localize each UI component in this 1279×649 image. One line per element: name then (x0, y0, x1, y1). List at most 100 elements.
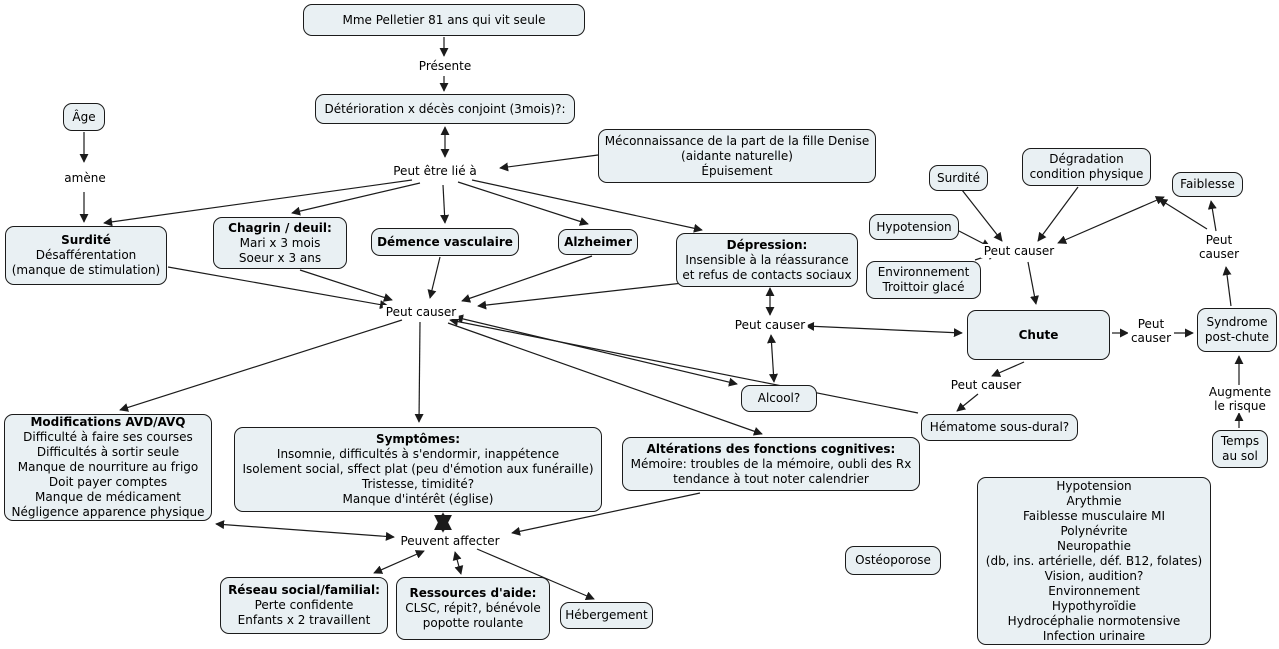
node-text: (manque de stimulation) (11, 263, 161, 277)
node-alzheimer[interactable]: Alzheimer (558, 229, 638, 255)
link-label-line: Augmente (1208, 385, 1272, 399)
link-label-line: causer (1198, 247, 1240, 261)
node-text: Difficulté à faire ses courses (23, 430, 193, 444)
node-text: Hypotension (876, 219, 952, 234)
node-surdite-gauche[interactable]: Surdité Désafférentation (manque de stim… (5, 226, 167, 285)
node-text: Hématome sous-dural? (929, 420, 1070, 434)
node-title: Altérations des fonctions cognitives: (646, 441, 896, 456)
node-deterioration[interactable]: Détérioration x décès conjoint (3mois)?: (315, 94, 575, 124)
node-text: Temps (1220, 434, 1260, 448)
node-text: Arythmie (1066, 493, 1122, 508)
node-ressources-aide[interactable]: Ressources d'aide: CLSC, répit?, bénévol… (396, 577, 550, 640)
link-label-peut-causer-central[interactable]: Peut causer (382, 305, 460, 319)
node-text: Mme Pelletier 81 ans qui vit seule (342, 12, 546, 27)
node-text: Tristesse, timidité? (361, 477, 475, 491)
link-label-line: Peut (1205, 233, 1233, 247)
node-text: Manque de nourriture au frigo (17, 460, 199, 474)
node-text: post-chute (1204, 330, 1270, 344)
node-hypotension[interactable]: Hypotension (869, 214, 959, 240)
node-hebergement[interactable]: Hébergement (560, 602, 653, 629)
node-demence-vasculaire[interactable]: Démence vasculaire (371, 228, 519, 256)
link-label-peuvent-affecter[interactable]: Peuvent affecter (397, 534, 503, 548)
node-text: Mari x 3 mois (239, 235, 321, 250)
node-text: Hypothyroïdie (1051, 598, 1137, 613)
node-chute[interactable]: Chute (967, 310, 1110, 360)
node-text: Détérioration x décès conjoint (3mois)?: (324, 101, 566, 116)
node-degradation-condition[interactable]: Dégradation condition physique (1022, 148, 1151, 186)
node-title: Ressources d'aide: (409, 586, 537, 600)
node-alcool[interactable]: Alcool? (741, 385, 817, 412)
node-hematome-sous-dural[interactable]: Hématome sous-dural? (921, 414, 1078, 441)
node-text: Mémoire: troubles de la mémoire, oubli d… (630, 456, 912, 471)
node-meconnaissance[interactable]: Méconnaissance de la part de la fille De… (598, 129, 876, 183)
node-text: Perte confidente (254, 598, 354, 612)
node-text: Âge (72, 109, 96, 124)
node-text: Manque d'intérêt (église) (342, 492, 494, 506)
link-label-peut-causer-hematome[interactable]: Peut causer (947, 378, 1025, 392)
node-text: Vision, audition? (1044, 568, 1144, 583)
node-text: Épuisement (701, 163, 773, 178)
node-text: Polynévrite (1060, 523, 1128, 538)
node-text: Soeur x 3 ans (238, 250, 322, 265)
link-label-peut-causer-chute[interactable]: Peut causer (980, 244, 1058, 258)
node-environnement-trottoir[interactable]: Environnement Troittoir glacé (866, 261, 981, 299)
node-text: Infection urinaire (1042, 628, 1146, 643)
link-label-amene[interactable]: amène (61, 171, 109, 185)
node-symptomes[interactable]: Symptômes: Insomnie, difficultés à s'end… (234, 427, 602, 512)
node-surdite-droite[interactable]: Surdité (929, 165, 988, 191)
node-age[interactable]: Âge (63, 103, 105, 131)
node-text: Insensible à la réassurance (685, 252, 849, 267)
node-text: CLSC, répit?, bénévole (405, 601, 541, 615)
node-text: (db, ins. artérielle, déf. B12, folates) (985, 553, 1203, 568)
node-title: Chute (1018, 327, 1059, 342)
node-depression[interactable]: Dépression: Insensible à la réassurance … (676, 233, 858, 287)
node-text: Isolement social, sffect plat (peu d'émo… (242, 462, 594, 476)
node-text: Environnement (1048, 583, 1140, 598)
link-label-augmente-le-risque[interactable]: Augmente le risque (1205, 385, 1275, 413)
node-text: Troittoir glacé (882, 280, 965, 294)
node-text: tendance à tout noter calendrier (673, 471, 869, 486)
node-title: Modifications AVD/AVQ (30, 415, 186, 429)
node-text: (aidante naturelle) (681, 148, 793, 163)
node-syndrome-post-chute[interactable]: Syndrome post-chute (1197, 308, 1277, 352)
node-text: Désafférentation (35, 248, 137, 262)
link-label-line: Peut (1137, 317, 1165, 331)
link-label-presente[interactable]: Présente (415, 59, 475, 73)
node-text: Difficultés à sortir seule (36, 445, 180, 459)
node-modifications-avd-avq[interactable]: Modifications AVD/AVQ Difficulté à faire… (4, 414, 212, 521)
node-text: Neuropathie (1057, 538, 1131, 553)
node-text: Faiblesse musculaire MI (1022, 508, 1166, 523)
node-mme-pelletier[interactable]: Mme Pelletier 81 ans qui vit seule (303, 4, 585, 36)
node-title: Chagrin / deuil: (228, 220, 332, 235)
link-label-peut-causer-syndrome[interactable]: Peut causer (1127, 317, 1175, 345)
node-text: et refus de contacts sociaux (682, 267, 852, 282)
node-text: Syndrome (1206, 315, 1268, 329)
node-text: Ostéoporose (855, 553, 931, 567)
node-text: condition physique (1029, 167, 1144, 181)
node-text: Faiblesse (1180, 177, 1235, 191)
link-label-peut-causer-faiblesse[interactable]: Peut causer (1195, 233, 1243, 261)
node-temps-au-sol[interactable]: Temps au sol (1212, 430, 1268, 468)
node-chagrin-deuil[interactable]: Chagrin / deuil: Mari x 3 mois Soeur x 3… (213, 217, 347, 269)
node-text: Environnement (877, 265, 970, 279)
node-text: Manque de médicament (35, 490, 181, 504)
node-text: Hébergement (565, 608, 648, 622)
node-text: Négligence apparence physique (11, 505, 205, 519)
node-text: Doit payer comptes (48, 475, 168, 489)
node-title: Réseau social/familial: (228, 583, 380, 597)
node-text: Enfants x 2 travaillent (237, 613, 371, 627)
node-osteoporose[interactable]: Ostéoporose (845, 546, 941, 575)
node-title: Dépression: (726, 237, 808, 252)
node-text: Surdité (937, 170, 980, 185)
node-text: Dégradation (1049, 152, 1124, 166)
node-alterations-cognitives[interactable]: Altérations des fonctions cognitives: Mé… (622, 437, 920, 491)
node-reseau-social-familial[interactable]: Réseau social/familial: Perte confidente… (220, 577, 388, 634)
node-title: Surdité (61, 233, 111, 247)
link-label-peut-etre-lie[interactable]: Peut être lié à (390, 164, 480, 178)
node-text: Insomnie, difficultés à s'endormir, inap… (276, 447, 560, 461)
link-label-peut-causer-depression[interactable]: Peut causer (731, 318, 809, 332)
node-text: popotte roulante (422, 616, 524, 630)
node-facteurs-chute[interactable]: Hypotension Arythmie Faiblesse musculair… (977, 477, 1211, 645)
node-faiblesse[interactable]: Faiblesse (1172, 172, 1243, 197)
